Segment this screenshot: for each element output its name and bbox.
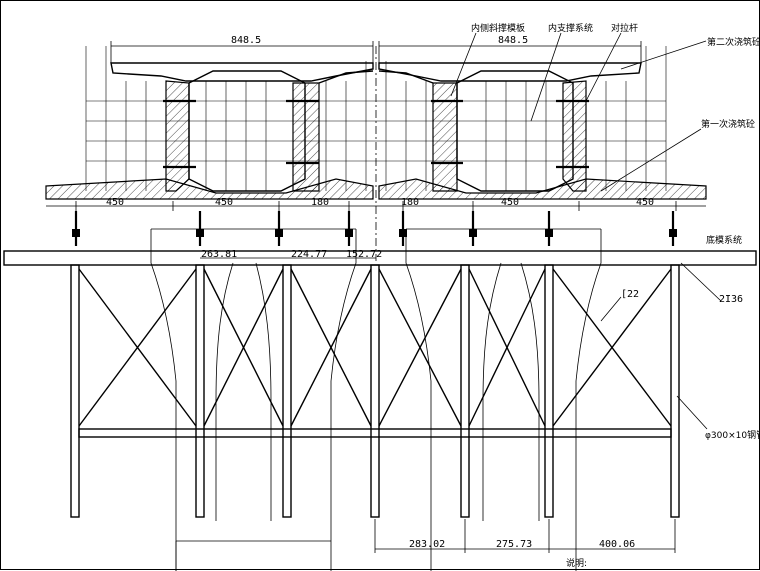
label-note: 说明:	[566, 557, 587, 569]
steel-pipe-columns	[70, 264, 680, 518]
dim-top-left: 848.5	[231, 35, 261, 46]
left-box-girder	[45, 62, 374, 200]
dim-bottom-row-2: 275.73	[496, 539, 532, 550]
label-bottom-form-system: 底模系统	[706, 234, 742, 246]
support-jacks	[72, 211, 677, 246]
bottom-dimensions: 283.02 275.73 400.06	[374, 519, 676, 553]
dim-spacing-2: 224.77	[291, 249, 327, 260]
right-box-girder	[378, 62, 707, 200]
label-inner-slant-form: 内侧斜撑模板	[471, 22, 525, 34]
dim-bottom-1: 450	[106, 197, 124, 208]
dim-bottom-row-1: 283.02	[409, 539, 445, 550]
label-second-pour: 第二次浇筑砼	[707, 36, 760, 48]
beam-spacing-dimensions: 263.81 224.77 152.72	[200, 249, 382, 260]
label-channel-22: [22	[621, 289, 639, 300]
label-steel-pipe: φ300×10钢管	[705, 429, 760, 441]
dim-edge-left: 180	[311, 197, 329, 208]
cross-bracing	[78, 268, 672, 438]
dim-spacing-3: 152.72	[346, 249, 382, 260]
dim-bottom-3: 450	[501, 197, 519, 208]
dim-top-right: 848.5	[498, 35, 528, 46]
pier-outline-curves	[150, 228, 602, 571]
label-2i36: 2I36	[719, 294, 743, 305]
dim-bottom-row-3: 400.06	[599, 539, 635, 550]
dim-spacing-1: 263.81	[201, 249, 237, 260]
label-tie-rod: 对拉杆	[611, 22, 638, 34]
dim-edge-right: 180	[401, 197, 419, 208]
top-dimensions: 848.5 848.5	[110, 35, 642, 63]
label-first-pour: 第一次浇筑砼	[701, 118, 755, 130]
label-support-system: 内支撑系统	[548, 22, 593, 34]
bottom-form-beam	[3, 250, 757, 266]
dim-bottom-2: 450	[215, 197, 233, 208]
annotations: 内侧斜撑模板 内支撑系统 对拉杆 第二次浇筑砼 第一次浇筑砼 底模系统 2I36…	[450, 22, 760, 569]
dim-bottom-4: 450	[636, 197, 654, 208]
girder-bottom-dimensions: 450 450 180 180 450 450	[46, 197, 706, 211]
